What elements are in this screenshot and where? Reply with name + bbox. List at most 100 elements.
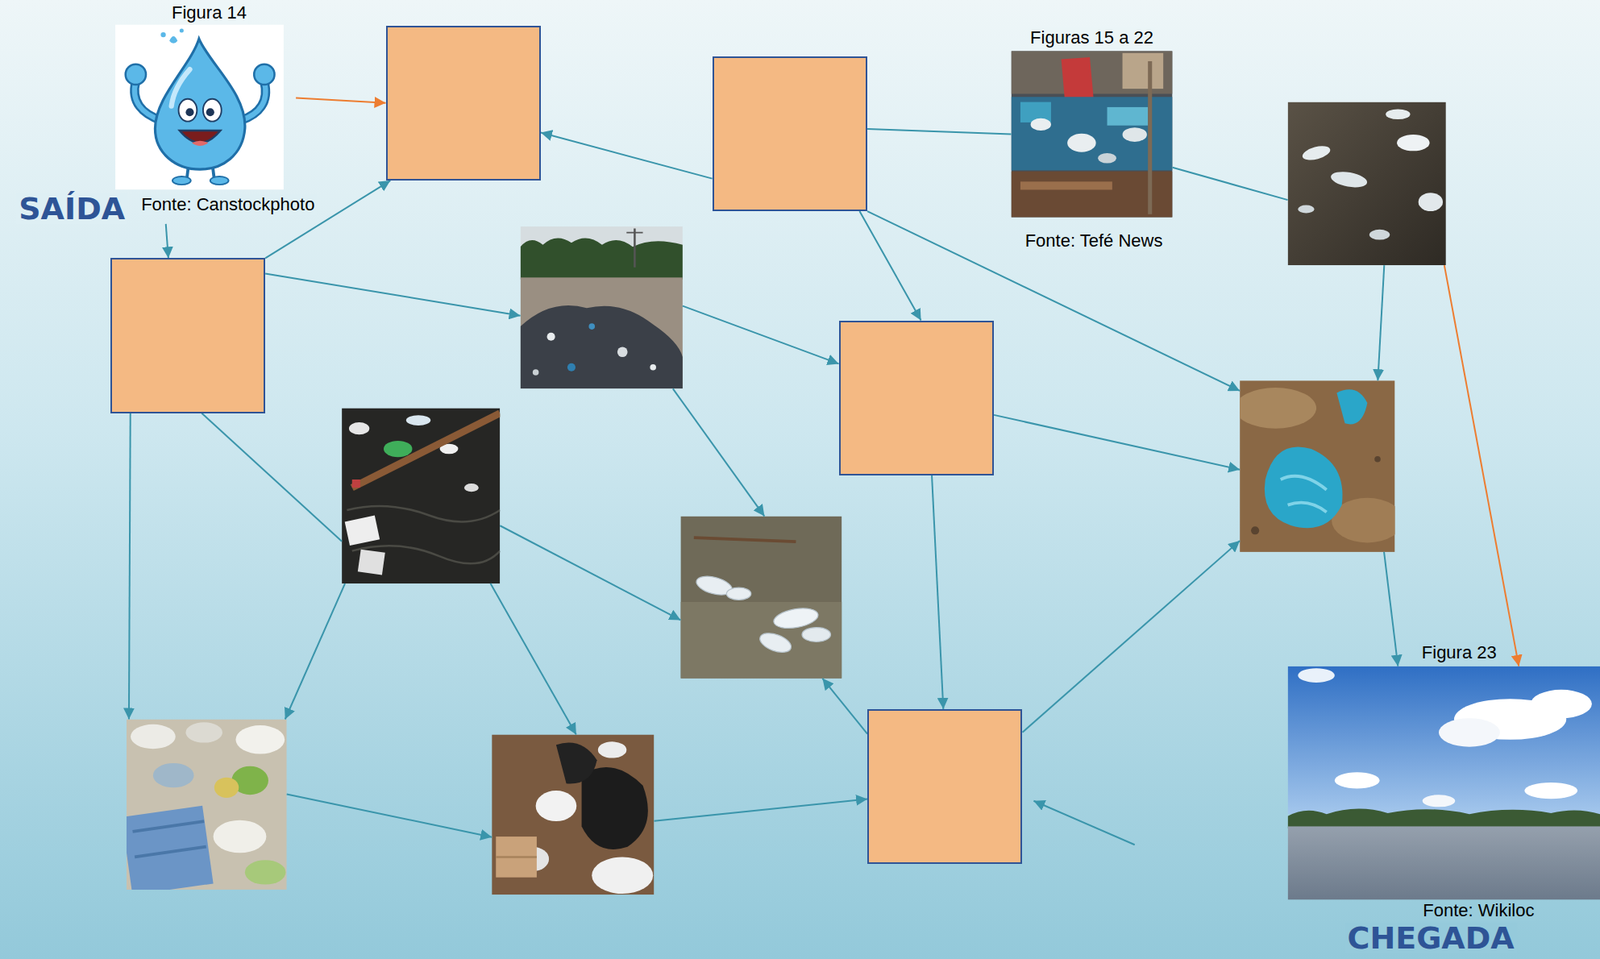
flow-arrow [1444, 265, 1519, 667]
source-credit: Fonte: Wikiloc [1420, 901, 1537, 922]
endpoint-label: CHEGADA [1345, 922, 1517, 954]
trash-pile-photo [213, 820, 267, 854]
landfill-photo [626, 232, 643, 234]
photo-frame: Figura 14Fonte: Canstockphoto [115, 24, 284, 190]
sewer-photo [406, 415, 431, 426]
water-drop-mascot [253, 64, 275, 85]
flow-arrow [499, 525, 681, 620]
landfill-photo [520, 305, 683, 389]
landfill-photo [617, 346, 628, 358]
photo-frame [491, 734, 654, 895]
photo-frame [1239, 380, 1395, 553]
market-photo [1107, 107, 1149, 126]
landfill-photo [520, 277, 683, 389]
sewer-photo [352, 479, 361, 488]
trash-pile-photo [130, 724, 176, 749]
water-drop-mascot [172, 176, 192, 185]
sewer-photo [383, 440, 412, 458]
flow-arrow [859, 211, 921, 320]
polluted-water-photo [1418, 192, 1443, 212]
river-photo [1530, 689, 1592, 719]
water-drop-mascot [203, 99, 222, 122]
river-photo [1288, 826, 1600, 900]
river-photo [1288, 666, 1600, 815]
flow-arrow [867, 128, 1012, 134]
source-credit: Fonte: Canstockphoto [138, 195, 317, 216]
flow-arrow [128, 413, 131, 720]
flow-arrow [1033, 801, 1135, 845]
floating-bottles-photo [680, 516, 842, 679]
flow-arrow [1383, 552, 1398, 667]
trash-pile-photo [132, 821, 205, 832]
flow-arrow [822, 678, 868, 735]
garbage-bags-photo [591, 856, 653, 894]
water-drop-mascot [154, 38, 246, 170]
sewer-photo [357, 549, 386, 576]
blue-bag-photo [1239, 387, 1317, 429]
blue-bag-photo [1239, 380, 1395, 553]
market-photo [1097, 153, 1117, 164]
photo-frame [520, 226, 683, 389]
process-box [110, 257, 266, 413]
market-photo [1122, 127, 1148, 142]
sewer-photo [344, 515, 380, 546]
floating-bottles-photo [726, 587, 751, 600]
flow-arrow [490, 583, 577, 735]
market-photo [1067, 133, 1096, 153]
flow-arrow [1172, 167, 1289, 200]
garbage-bags-photo [495, 856, 537, 859]
trash-pile-photo [134, 847, 207, 858]
blue-bag-photo [1374, 456, 1381, 463]
flow-arrow [295, 97, 386, 103]
water-drop-mascot [210, 176, 229, 185]
blue-bag-photo [1250, 526, 1260, 535]
landfill-photo [520, 238, 683, 280]
sewer-photo [352, 413, 501, 488]
garbage-bags-photo [581, 767, 649, 850]
trash-pile-photo [153, 763, 195, 788]
water-drop-mascot [191, 141, 208, 146]
flow-arrow [265, 180, 391, 258]
trash-pile-photo [126, 719, 287, 890]
flow-arrow [201, 413, 342, 542]
river-photo [1297, 668, 1335, 683]
sewer-photo [341, 407, 500, 584]
market-photo [1147, 61, 1152, 215]
flow-arrow [540, 132, 713, 179]
polluted-water-photo [1385, 108, 1410, 120]
polluted-water-photo [1329, 169, 1369, 190]
figure-caption: Figura 14 [169, 3, 250, 24]
figure-caption: Figuras 15 a 22 [1027, 27, 1156, 48]
figure-caption: Figura 23 [1419, 643, 1500, 664]
sewer-photo [349, 422, 370, 435]
garbage-bags-photo [598, 741, 627, 758]
garbage-bags-photo [495, 836, 537, 878]
process-box [839, 320, 994, 476]
process-box [712, 56, 868, 212]
landfill-photo [567, 363, 576, 372]
garbage-bags-photo [536, 790, 578, 822]
landfill-photo [520, 226, 683, 389]
endpoint-label: SAÍDA [16, 193, 128, 225]
floating-bottles-photo [680, 516, 842, 679]
polluted-water-photo [1297, 204, 1314, 213]
photo-frame: Figura 23Fonte: Wikiloc [1288, 666, 1600, 901]
river-photo [1524, 782, 1578, 799]
sewer-photo [464, 483, 479, 492]
water-drop-mascot [206, 108, 215, 117]
flow-arrow [993, 415, 1240, 470]
sewer-photo [341, 407, 500, 584]
river-photo [1288, 666, 1600, 901]
trash-pile-photo [185, 722, 223, 743]
blue-bag-photo [1280, 476, 1327, 513]
polluted-water-photo [1288, 102, 1447, 266]
blue-bag-photo [1264, 446, 1343, 528]
landfill-photo [588, 323, 595, 330]
trash-pile-photo [245, 860, 287, 885]
market-photo [1020, 181, 1113, 190]
landfill-photo [547, 332, 556, 341]
flow-arrow [265, 274, 520, 316]
water-drop-mascot [178, 99, 198, 122]
flow-arrow [673, 388, 765, 516]
floating-bottles-photo [757, 629, 794, 657]
